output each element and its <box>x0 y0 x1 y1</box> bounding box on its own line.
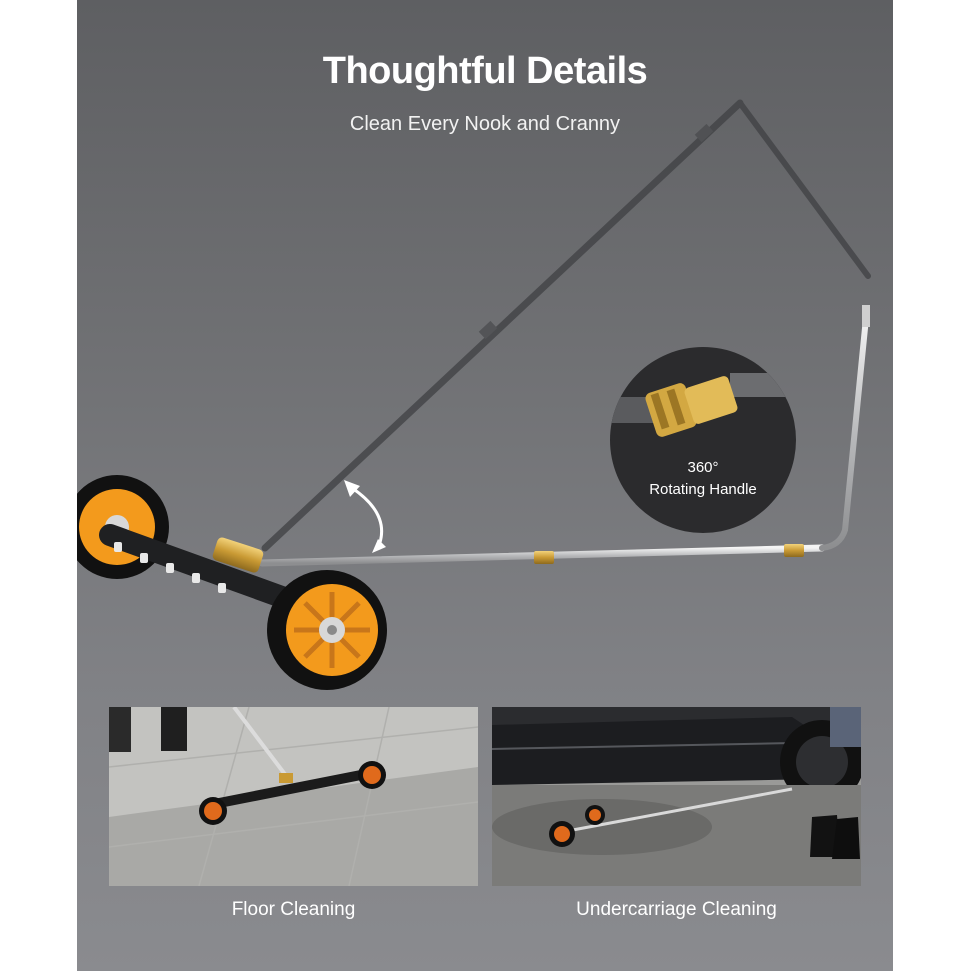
floor-cleaning-photo <box>109 707 478 886</box>
coupler <box>784 544 804 557</box>
rotate-arrow-icon <box>351 486 384 549</box>
raised-wand-ghost <box>261 99 871 552</box>
front-wheel <box>267 570 387 690</box>
spray-bar <box>99 524 301 611</box>
extension-wand <box>258 305 870 567</box>
undercarriage-cleaning-caption: Undercarriage Cleaning <box>576 899 777 920</box>
coupler <box>534 551 554 564</box>
product-illustration <box>77 99 871 690</box>
page-title: Thoughtful Details <box>322 50 648 92</box>
page-subtitle: Clean Every Nook and Cranny <box>349 113 621 135</box>
floor-cleaning-caption: Floor Cleaning <box>231 899 356 920</box>
undercarriage-cleaning-photo <box>492 707 861 886</box>
rotating-handle-badge: 360° Rotating Handle <box>610 347 796 533</box>
badge-line-2: Rotating Handle <box>649 481 757 498</box>
badge-text: 360° Rotating Handle <box>610 457 796 501</box>
badge-line-1: 360° <box>687 459 719 476</box>
quick-connect-coupler-icon <box>610 373 796 437</box>
